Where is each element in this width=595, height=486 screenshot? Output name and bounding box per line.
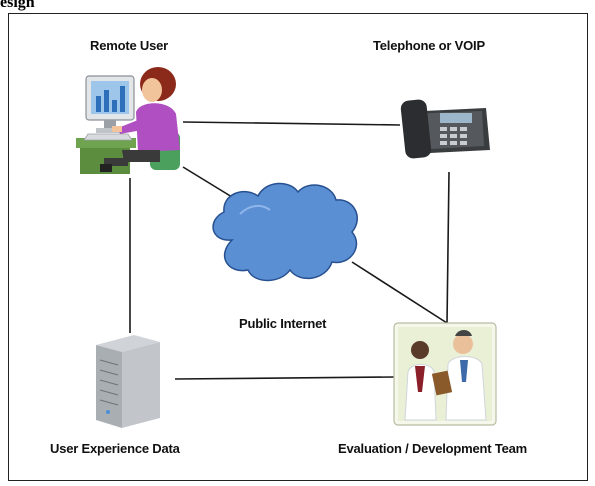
- cloud-icon: [212, 182, 358, 282]
- connector-internet-team: [351, 261, 448, 324]
- connector-data-team: [174, 376, 395, 380]
- remote-user-icon: [76, 67, 180, 174]
- internet-label: Public Internet: [239, 316, 327, 331]
- team-label: Evaluation / Development Team: [338, 441, 528, 456]
- team-photo-icon: [393, 322, 497, 426]
- user-data-label: User Experience Data: [50, 441, 180, 456]
- connector-user-telephone: [182, 121, 401, 126]
- figure-caption: esign: [0, 0, 35, 11]
- telephone-label: Telephone or VOIP: [373, 38, 485, 53]
- remote-user-label: Remote User: [90, 38, 168, 53]
- connector-telephone-team: [446, 171, 450, 324]
- telephone-icon: [400, 99, 490, 159]
- server-icon: [96, 335, 160, 428]
